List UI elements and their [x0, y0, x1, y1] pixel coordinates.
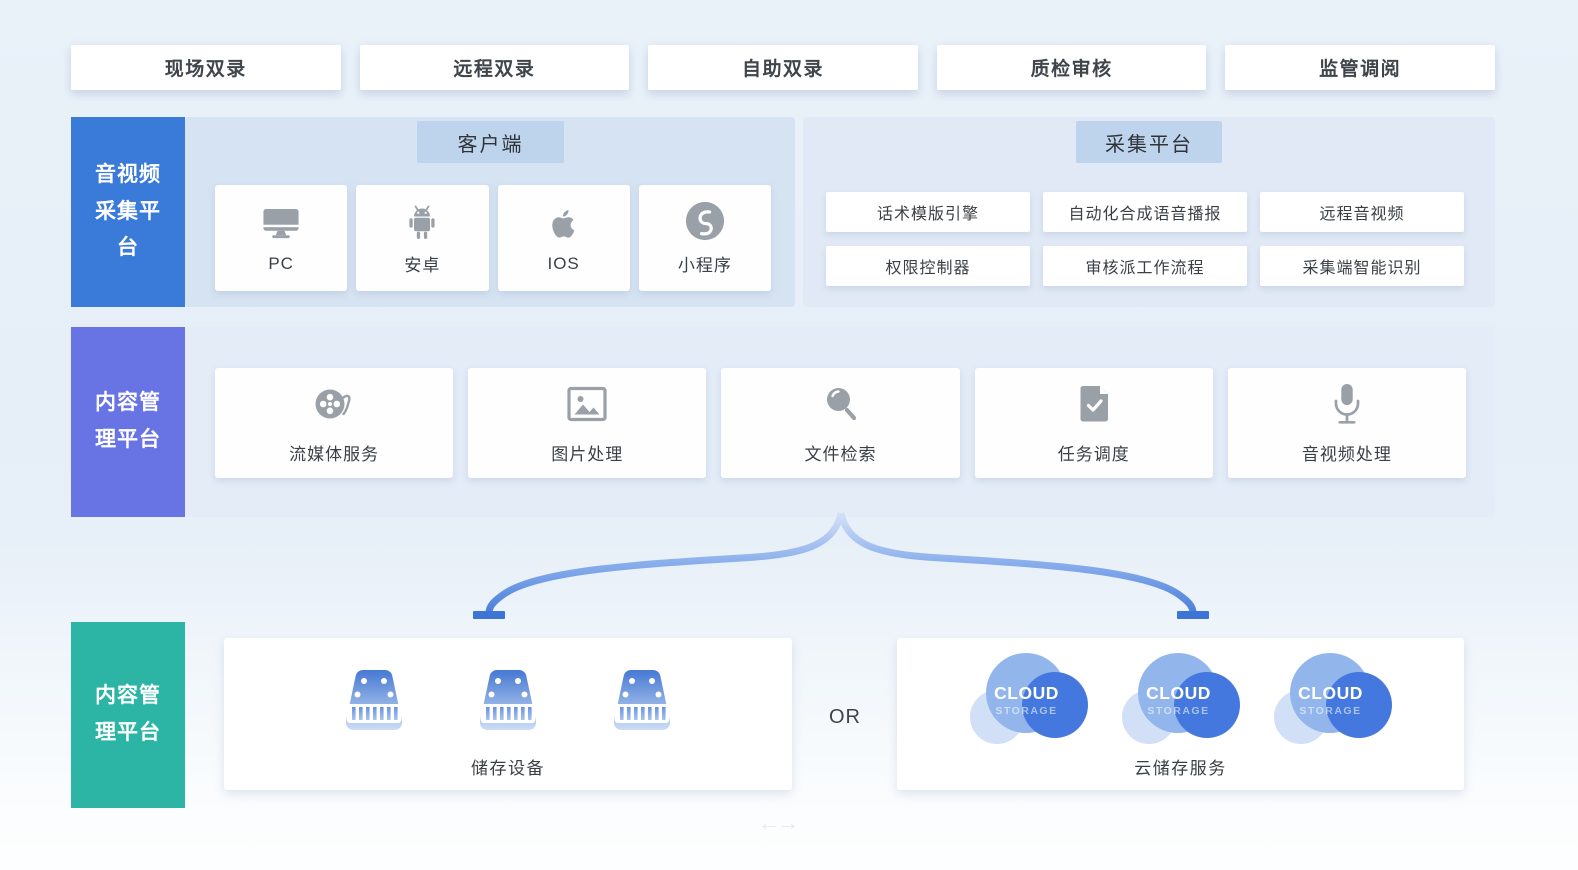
capability-permission-controller: 权限控制器 [826, 246, 1030, 286]
client-item-label: PC [268, 253, 294, 273]
client-item-pc: PC [215, 185, 348, 291]
top-tab-bar: 现场双录 远程双录 自助双录 质检审核 监管调阅 [71, 45, 1495, 90]
client-header-chip: 客户端 [417, 121, 564, 163]
capability-remote-audio-video: 远程音视频 [1260, 192, 1464, 232]
cloud-circle-front [1325, 672, 1392, 738]
storage-device-icon [598, 666, 686, 744]
storage-device-icons [330, 638, 686, 744]
tab-remote-dual-recording: 远程双录 [359, 45, 630, 90]
brace-connector [473, 512, 1209, 619]
capture-platform-row: 音视频采集平台 客户端 PC [71, 117, 1495, 307]
film-reel-icon [311, 381, 357, 427]
apple-icon [548, 203, 580, 245]
service-label: 文件检索 [804, 445, 877, 464]
content-platform-row: 内容管理平台 流媒体服务 [71, 327, 1495, 517]
capture-platform-header-chip: 采集平台 [1076, 121, 1222, 163]
cloud-circle-front [1021, 672, 1088, 738]
capability-review-dispatch-workflow: 审核派工作流程 [1043, 246, 1247, 286]
microphone-icon [1330, 381, 1364, 427]
cloud-storage-box: CLOUD STORAGE CLOUD STORAGE CLOUD STORAG… [897, 638, 1464, 790]
storage-word: STORAGE [1299, 705, 1362, 717]
sidebar-content-management-platform: 内容管理平台 [71, 327, 185, 517]
capability-script-template-engine: 话术模版引擎 [826, 192, 1030, 232]
service-label: 流媒体服务 [289, 445, 380, 464]
client-item-label: 小程序 [677, 256, 732, 275]
service-label: 图片处理 [551, 445, 624, 464]
service-task-scheduling: 任务调度 [974, 368, 1213, 478]
miniprogram-icon [684, 200, 726, 242]
cloud-word: CLOUD [1146, 683, 1211, 703]
swap-arrows-icon: ←→ [758, 810, 799, 835]
client-items: PC 安卓 [215, 185, 771, 291]
service-streaming-media: 流媒体服务 [215, 368, 454, 478]
service-file-retrieval: 文件检索 [721, 368, 960, 478]
cloud-storage-label: 云储存服务 [1134, 759, 1227, 778]
capability-capture-ai-recognition: 采集端智能识别 [1260, 246, 1464, 286]
android-icon [404, 200, 440, 242]
storage-devices-box: 储存设备 [224, 638, 792, 790]
cloud-circle-front [1173, 672, 1240, 738]
sidebar-content-management-storage: 内容管理平台 [71, 622, 185, 808]
tab-self-service-dual-recording: 自助双录 [648, 45, 918, 90]
pc-monitor-icon [262, 203, 300, 245]
storage-word: STORAGE [995, 705, 1058, 717]
storage-devices-label: 储存设备 [471, 759, 545, 778]
sidebar-audio-video-capture-platform: 音视频采集平台 [71, 117, 185, 307]
tab-onsite-dual-recording: 现场双录 [71, 45, 341, 90]
cloud-storage-icons: CLOUD STORAGE CLOUD STORAGE CLOUD STORAG… [969, 638, 1392, 750]
cloud-word: CLOUD [994, 683, 1059, 703]
service-label: 音视频处理 [1301, 445, 1392, 464]
service-image-processing: 图片处理 [468, 368, 707, 478]
client-item-label: 安卓 [404, 256, 441, 275]
sidebar-label: 内容管理平台 [95, 391, 161, 451]
client-item-label: IOS [547, 253, 580, 273]
content-platform-services: 流媒体服务 图片处理 文件检索 [215, 368, 1467, 478]
client-item-miniprogram: 小程序 [638, 185, 771, 291]
task-check-icon [1078, 381, 1110, 427]
storage-device-icon [464, 666, 552, 744]
service-audio-video-processing: 音视频处理 [1227, 368, 1467, 478]
service-label: 任务调度 [1057, 445, 1130, 464]
sidebar-label: 音视频采集平台 [95, 162, 161, 260]
or-label: OR [829, 706, 861, 728]
storage-device-icon [330, 666, 418, 744]
tab-regulatory-review: 监管调阅 [1225, 45, 1495, 90]
client-item-ios: IOS [497, 185, 630, 291]
capture-platform-capabilities: 话术模版引擎 自动化合成语音播报 远程音视频 权限控制器 审核派工作流程 采集端… [826, 192, 1464, 286]
tab-quality-inspection: 质检审核 [936, 45, 1207, 90]
storage-word: STORAGE [1147, 705, 1210, 717]
capability-auto-tts-broadcast: 自动化合成语音播报 [1043, 192, 1247, 232]
sidebar-label: 内容管理平台 [95, 684, 161, 744]
storage-row: 内容管理平台 [71, 622, 1495, 808]
cloud-storage-icon: CLOUD STORAGE [1273, 650, 1392, 750]
image-icon [567, 381, 607, 427]
search-icon [822, 381, 860, 427]
client-item-android: 安卓 [356, 185, 489, 291]
cloud-storage-icon: CLOUD STORAGE [1121, 650, 1240, 750]
cloud-word: CLOUD [1298, 683, 1363, 703]
cloud-storage-icon: CLOUD STORAGE [969, 650, 1088, 750]
